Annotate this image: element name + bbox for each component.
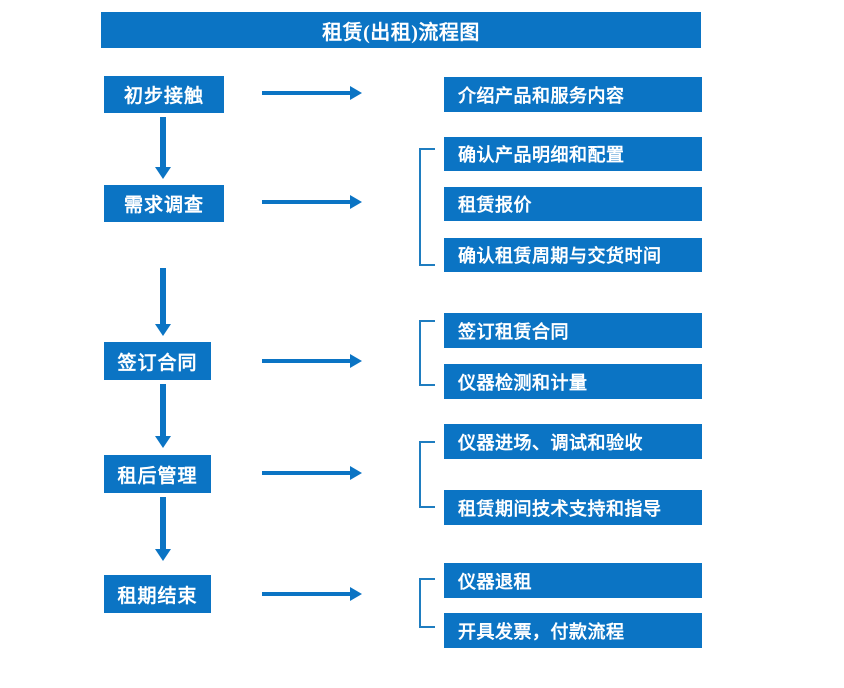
detail-box-1-1[interactable]: 介绍产品和服务内容 — [444, 77, 702, 112]
left-brace-icon-3 — [418, 320, 436, 386]
arrow-right-icon-3 — [262, 353, 362, 369]
detail-box-3-1[interactable]: 签订租赁合同 — [444, 313, 702, 348]
arrow-right-icon-4 — [262, 465, 362, 481]
detail-box-2-1[interactable]: 确认产品明细和配置 — [444, 137, 702, 171]
arrow-down-icon-1 — [155, 117, 171, 179]
detail-box-2-3[interactable]: 确认租赁周期与交货时间 — [444, 238, 702, 272]
arrow-down-icon-4 — [155, 497, 171, 561]
detail-box-2-2[interactable]: 租赁报价 — [444, 187, 702, 221]
stage-box-1[interactable]: 初步接触 — [104, 76, 224, 113]
arrow-right-icon-1 — [262, 85, 362, 101]
arrow-down-icon-3 — [155, 384, 171, 448]
detail-box-4-1[interactable]: 仪器进场、调试和验收 — [444, 424, 702, 459]
detail-box-5-2[interactable]: 开具发票，付款流程 — [444, 613, 702, 648]
left-brace-icon-4 — [418, 441, 436, 508]
detail-box-4-2[interactable]: 租赁期间技术支持和指导 — [444, 490, 702, 525]
left-brace-icon-5 — [418, 578, 436, 628]
stage-box-3[interactable]: 签订合同 — [104, 342, 211, 380]
stage-box-2[interactable]: 需求调查 — [104, 185, 224, 222]
stage-box-5[interactable]: 租期结束 — [104, 575, 211, 613]
detail-box-3-2[interactable]: 仪器检测和计量 — [444, 364, 702, 399]
arrow-down-icon-2 — [155, 268, 171, 336]
left-brace-icon-2 — [418, 148, 436, 266]
arrow-right-icon-2 — [262, 194, 362, 210]
detail-box-5-1[interactable]: 仪器退租 — [444, 563, 702, 598]
stage-box-4[interactable]: 租后管理 — [104, 455, 211, 493]
page-title: 租赁(出租)流程图 — [101, 12, 701, 48]
arrow-right-icon-5 — [262, 586, 362, 602]
